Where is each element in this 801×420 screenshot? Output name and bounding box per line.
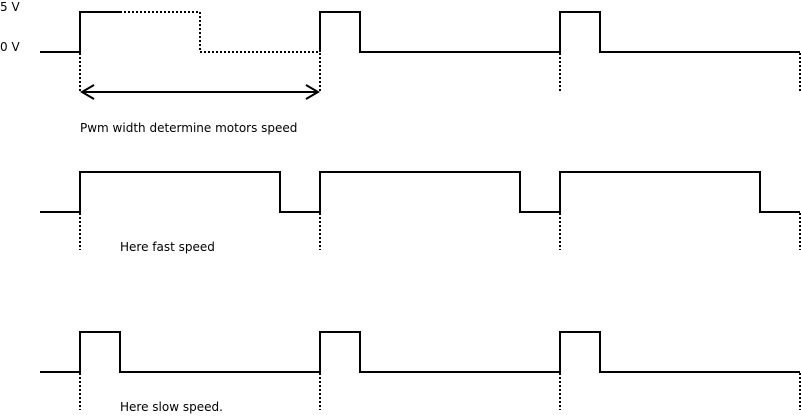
signal-line xyxy=(40,171,800,213)
waveform-slow: Here slow speed. xyxy=(40,331,801,414)
voltage-label-low: 0 V xyxy=(0,40,20,54)
caption-slow: Here slow speed. xyxy=(120,400,223,414)
period-arrow xyxy=(80,84,320,100)
voltage-label-high: 5 V xyxy=(0,0,20,14)
waveform-example: Pwm width determine motors speed xyxy=(40,11,801,135)
caption-fast: Here fast speed xyxy=(120,240,215,254)
signal-line xyxy=(319,11,800,53)
period-annotation: Pwm width determine motors speed xyxy=(80,121,297,135)
waveform-fast: Here fast speed xyxy=(40,171,801,254)
signal-line xyxy=(40,331,800,373)
signal-line xyxy=(40,11,120,53)
dashed-signal xyxy=(120,11,320,53)
